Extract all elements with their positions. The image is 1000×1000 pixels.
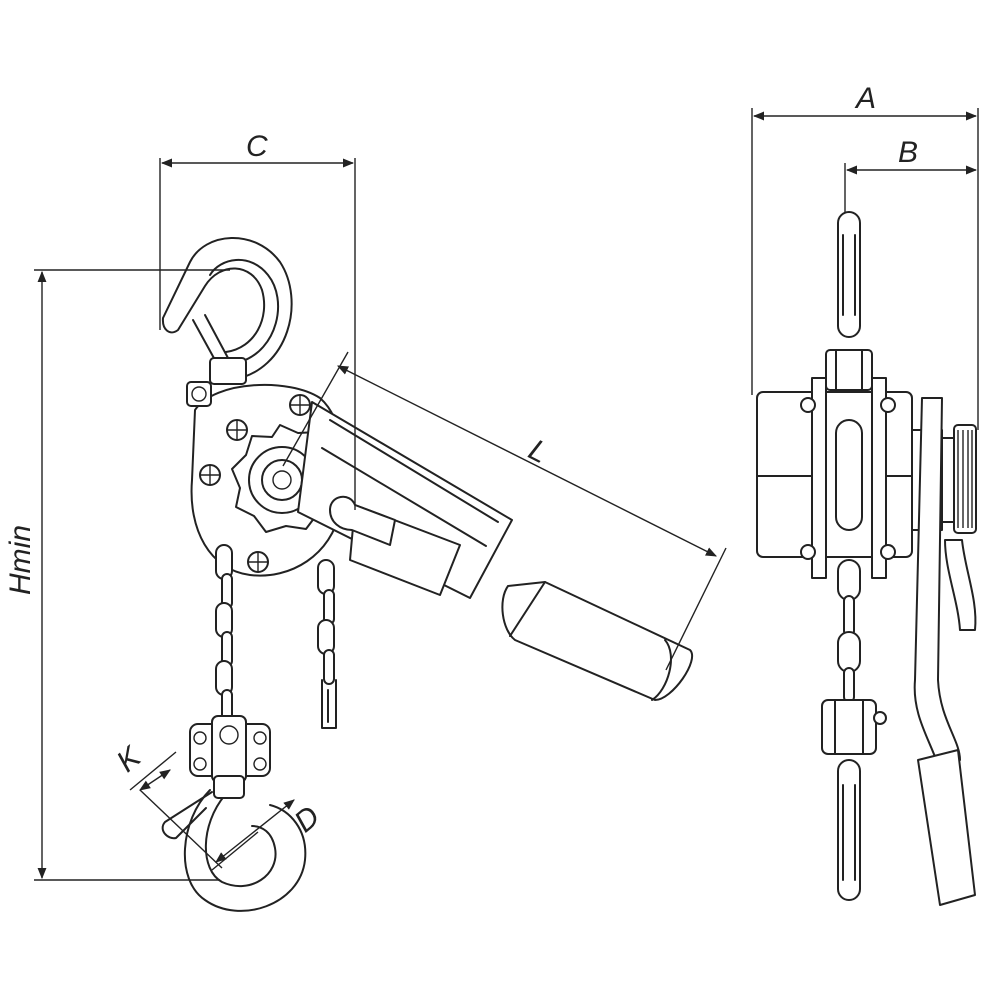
label-c: C [246, 130, 268, 163]
label-hmin: Hmin [4, 525, 37, 595]
bottom-hook [161, 715, 307, 912]
side-lever [913, 397, 977, 906]
front-view [34, 158, 727, 912]
hoist-body [186, 381, 345, 577]
side-top-block [825, 349, 873, 391]
dimension-b [844, 163, 978, 212]
side-bottom-block [821, 699, 887, 755]
dimension-a [751, 108, 979, 430]
lever-handle [297, 401, 693, 701]
dimension-hmin [34, 269, 230, 881]
side-chain [837, 559, 861, 703]
label-l: L [523, 433, 553, 470]
label-k: K [111, 739, 149, 778]
label-a: A [854, 82, 876, 115]
side-view [751, 108, 979, 906]
slack-chain [317, 559, 337, 729]
load-chain [215, 544, 233, 721]
top-hook [161, 237, 293, 385]
side-housing [756, 377, 977, 579]
label-b: B [898, 136, 918, 169]
dimension-l [282, 351, 727, 671]
dimension-d [215, 799, 295, 863]
side-top-hook [837, 211, 861, 338]
side-bottom-hook [837, 759, 861, 901]
label-d: D [288, 800, 326, 839]
